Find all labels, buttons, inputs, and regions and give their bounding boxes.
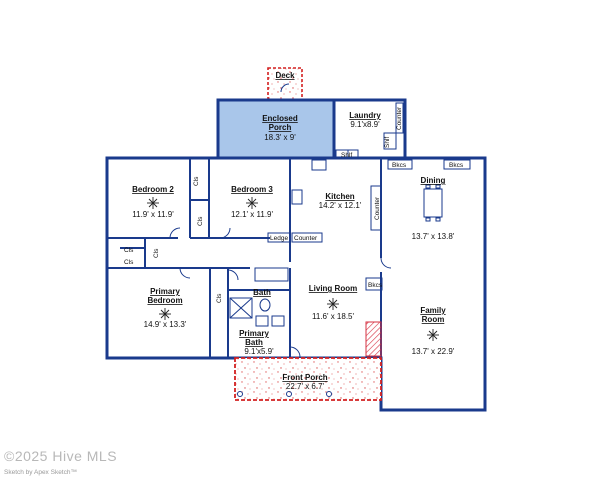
laundry-dims: 9.1'x8.9'	[350, 120, 380, 129]
living-room-dims: 11.6' x 18.5'	[312, 312, 355, 321]
ceiling-fan-icon	[147, 197, 159, 209]
primary-bedroom-label-2: Bedroom	[147, 296, 182, 305]
kitchen-label: Kitchen	[325, 192, 354, 201]
laundry-label: Laundry	[349, 111, 381, 120]
closet-label-1: Cls	[193, 176, 200, 186]
living-room-label: Living Room	[309, 284, 357, 293]
deck: Deck	[267, 67, 303, 101]
enclosed-porch-label-2: Porch	[269, 123, 292, 132]
closet-label-4: Cls	[124, 259, 134, 266]
bookcase-label-1: Bkcs	[392, 162, 407, 169]
interior-walls	[107, 158, 382, 410]
bookcase-label-3: Bkcs	[368, 282, 383, 289]
family-room-label-2: Room	[422, 315, 445, 324]
family-room-dims: 13.7' x 22.9'	[412, 347, 455, 356]
front-porch-dims: 22.7' x 6.7'	[286, 382, 325, 391]
shelf-label: Shlf	[341, 152, 352, 159]
dining-table	[423, 184, 443, 222]
door-swings	[169, 227, 392, 358]
enclosed-porch-label-1: Enclosed	[262, 114, 298, 123]
dining-dims: 13.7' x 13.8'	[412, 232, 455, 241]
enclosed-porch-dims: 18.3' x 9'	[264, 133, 296, 142]
enclosed-porch: Enclosed Porch 18.3' x 9'	[216, 98, 336, 160]
laundry-counter-label: Counter	[396, 106, 403, 130]
bedroom3-dims: 12.1' x 11.9'	[231, 210, 274, 219]
bookcase-label-2: Bkcs	[449, 162, 464, 169]
closets: Cls Cls Cls Cls Cls Cls	[124, 176, 223, 303]
primary-bath-label-1: Primary	[239, 329, 269, 338]
kitchen-dims: 14.2' x 12.1'	[319, 201, 362, 210]
kitchen-fixtures: Shlf Counter Ledge Counter	[267, 149, 382, 243]
ceiling-fan-icon	[327, 298, 339, 310]
counter-label: Counter	[294, 235, 318, 242]
laundry: Laundry 9.1'x8.9' Counter Shlf	[332, 98, 407, 160]
closet-label-3: Cls	[124, 247, 134, 254]
front-porch: Front Porch 22.7' x 6.7'	[234, 357, 382, 401]
laundry-shelf-label: Shlf	[384, 137, 391, 148]
bath-label: Bath	[253, 288, 271, 297]
primary-bath-label-2: Bath	[245, 338, 263, 347]
dining-label: Dining	[421, 176, 446, 185]
front-porch-label: Front Porch	[282, 373, 327, 382]
bath-fixtures	[229, 267, 289, 327]
deck-label: Deck	[275, 71, 295, 80]
bedroom2-dims: 11.9' x 11.9'	[132, 210, 174, 219]
bedroom3-label: Bedroom 3	[231, 185, 273, 194]
bedroom2-label: Bedroom 2	[132, 185, 174, 194]
ceiling-fan-icon	[427, 329, 439, 341]
ledge-label: Ledge	[270, 235, 288, 242]
sketch-credit: Sketch by Apex Sketch™	[4, 469, 77, 476]
fireplace	[365, 321, 382, 357]
closet-label-6: Cls	[216, 293, 223, 303]
closet-label-2: Cls	[197, 216, 204, 226]
ceiling-fan-icon	[159, 308, 171, 320]
primary-bedroom-label-1: Primary	[150, 287, 180, 296]
primary-bedroom-dims: 14.9' x 13.3'	[144, 320, 187, 329]
primary-bath-dims: 9.1'x5.9'	[244, 347, 274, 356]
closet-label-5: Cls	[153, 248, 160, 258]
copyright-watermark: ©2025 Hive MLS	[4, 448, 118, 464]
ceiling-fan-icon	[246, 197, 258, 209]
family-room-label-1: Family	[420, 306, 446, 315]
bookcases: Bkcs Bkcs Bkcs	[365, 159, 471, 291]
kitchen-counter-label: Counter	[374, 196, 381, 220]
